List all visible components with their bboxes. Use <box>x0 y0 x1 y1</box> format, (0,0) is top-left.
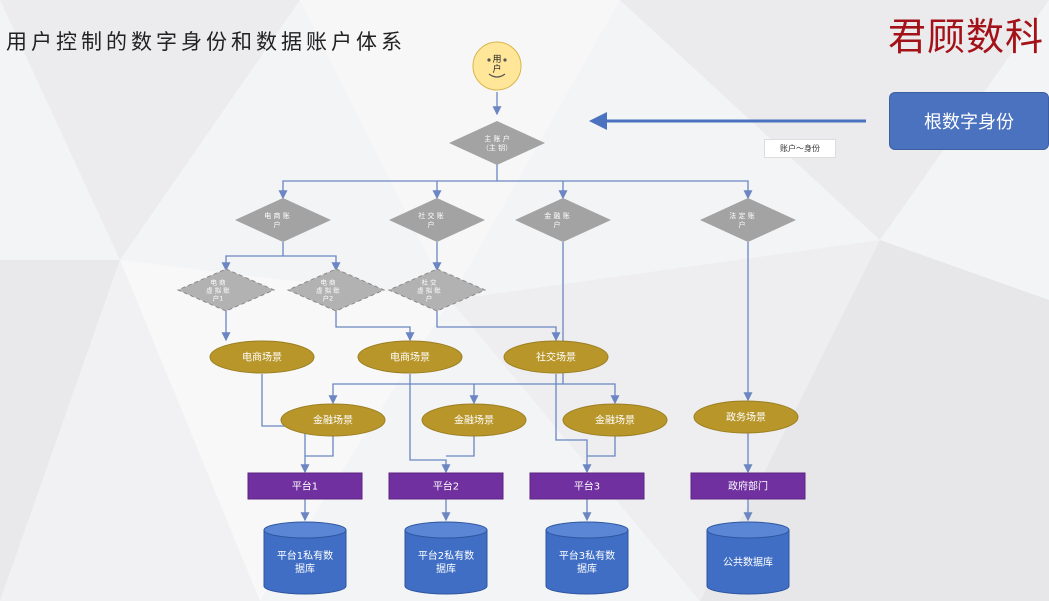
database-node-2-body <box>545 529 629 595</box>
database-node-0-body <box>263 529 347 595</box>
database-node-1-body <box>404 529 488 595</box>
sub-account-label-0-text-1: 虚 拟 账 <box>206 285 230 294</box>
database-label-2-text-0: 平台3私有数 <box>559 549 615 562</box>
scene-row2-2 <box>562 403 668 437</box>
platform-node-1 <box>388 472 504 500</box>
account-identity-label: 账户～身份 <box>764 139 836 158</box>
scene-row2-label-2-text-0: 金融场景 <box>595 414 635 427</box>
scene-row1-2 <box>503 340 609 374</box>
sub-account-label-2-text-0: 社 交 <box>421 277 437 286</box>
edge-fin3-plat3 <box>587 436 616 457</box>
root-digital-identity-box: 根数字身份 <box>889 92 1049 150</box>
scene-row2-1 <box>421 403 527 437</box>
scene-row1-1 <box>357 340 463 374</box>
account-label-0-text-0: 电 商 账 <box>264 211 289 220</box>
platform-label-1-text-0: 平台2 <box>433 480 459 493</box>
edge-sub2-scene <box>335 310 415 342</box>
platform-node-2 <box>529 472 645 500</box>
scene-row2-0 <box>280 403 386 437</box>
edge-fin2-plat2 <box>446 436 475 457</box>
sub-account-node-1 <box>286 268 386 312</box>
database-node-1-top <box>404 521 488 539</box>
edge-fin1-plat1 <box>305 436 334 457</box>
sub-account-label-1-text-2: 户2 <box>323 293 334 302</box>
sub-account-label-0-text-2: 户1 <box>213 293 224 302</box>
account-label-3-text-1: 户 <box>739 220 746 229</box>
account-node-2 <box>515 198 611 242</box>
account-label-1-text-0: 社 交 账 <box>418 211 443 220</box>
scene-row2-label-0-text-0: 金融场景 <box>313 414 353 427</box>
database-node-2-top <box>545 521 629 539</box>
database-label-1-text-0: 平台2私有数 <box>418 549 474 562</box>
scene-row1-0 <box>209 340 315 374</box>
account-label-2-text-0: 金 融 账 <box>544 211 569 220</box>
account-node-0 <box>235 198 331 242</box>
account-label-3-text-0: 法 定 账 <box>729 211 754 220</box>
platform-node-3 <box>690 472 806 500</box>
platform-label-0-text-0: 平台1 <box>292 480 318 493</box>
edge-finance-scene1 <box>328 242 564 405</box>
database-node-3 <box>706 521 790 595</box>
sub-account-label-1-text-0: 电 商 <box>320 277 336 286</box>
database-label-1-text-1: 据库 <box>436 562 456 575</box>
edge-ecom-sub2 <box>283 255 341 272</box>
main-account-node <box>449 121 545 165</box>
user-eye-left-icon <box>487 58 491 62</box>
scene-row1-label-2-text-0: 社交场景 <box>536 351 576 364</box>
account-node-1 <box>389 198 485 242</box>
brand-logo: 君顾数科 <box>888 15 1045 59</box>
database-label-2-text-1: 据库 <box>577 562 597 575</box>
database-node-3-top <box>706 521 790 539</box>
main-account-label-text-0: 主 账 户 <box>484 134 509 143</box>
sub-account-node-0 <box>176 268 276 312</box>
sub-account-node-2 <box>387 268 487 312</box>
database-label-3-text-0: 公共数据库 <box>723 556 773 569</box>
platform-node-0 <box>247 472 363 500</box>
account-node-3 <box>700 198 796 242</box>
user-label-text-0: 用 <box>492 54 501 65</box>
edge-scene1-plat1 <box>261 374 310 474</box>
database-label-0-text-1: 据库 <box>295 562 315 575</box>
edge-main-ecom <box>278 163 498 200</box>
database-node-3-body <box>706 529 790 595</box>
user-smile-icon <box>488 73 506 78</box>
sub-account-label-2-text-2: 户 <box>426 293 433 302</box>
page-title: 用户控制的数字身份和数据账户体系 <box>6 30 406 54</box>
edge-finance-scene3 <box>563 383 620 405</box>
user-eye-right-icon <box>503 58 507 62</box>
database-node-2 <box>545 521 629 595</box>
database-label-0-text-0: 平台1私有数 <box>277 549 333 562</box>
sub-account-label-2-text-1: 虚 拟 账 <box>417 285 441 294</box>
user-node <box>472 41 522 91</box>
user-label-text-1: 户 <box>492 63 501 75</box>
platform-label-2-text-0: 平台3 <box>574 480 600 493</box>
scene-row2-3 <box>693 400 799 434</box>
sub-account-label-1-text-1: 虚 拟 账 <box>316 285 340 294</box>
scene-row1-label-0-text-0: 电商场景 <box>242 351 282 364</box>
account-label-2-text-1: 户 <box>554 220 561 229</box>
database-node-1 <box>404 521 488 595</box>
scene-row1-label-1-text-0: 电商场景 <box>390 351 430 364</box>
database-node-0 <box>263 521 347 595</box>
edge-main-legal <box>497 180 753 200</box>
edge-scene2-plat2 <box>409 374 451 474</box>
edge-ecom-sub1 <box>221 242 284 272</box>
platform-label-3-text-0: 政府部门 <box>728 480 768 493</box>
sub-account-label-0-text-0: 电 商 <box>210 277 226 286</box>
scene-row2-label-1-text-0: 金融场景 <box>454 414 494 427</box>
account-label-0-text-1: 户 <box>274 220 281 229</box>
edge-subsocial-scene <box>436 310 561 342</box>
scene-row2-label-3-text-0: 政务场景 <box>726 411 766 424</box>
main-account-label-text-1: （主 钥） <box>482 143 512 152</box>
database-node-0-top <box>263 521 347 539</box>
account-label-1-text-1: 户 <box>428 220 435 229</box>
